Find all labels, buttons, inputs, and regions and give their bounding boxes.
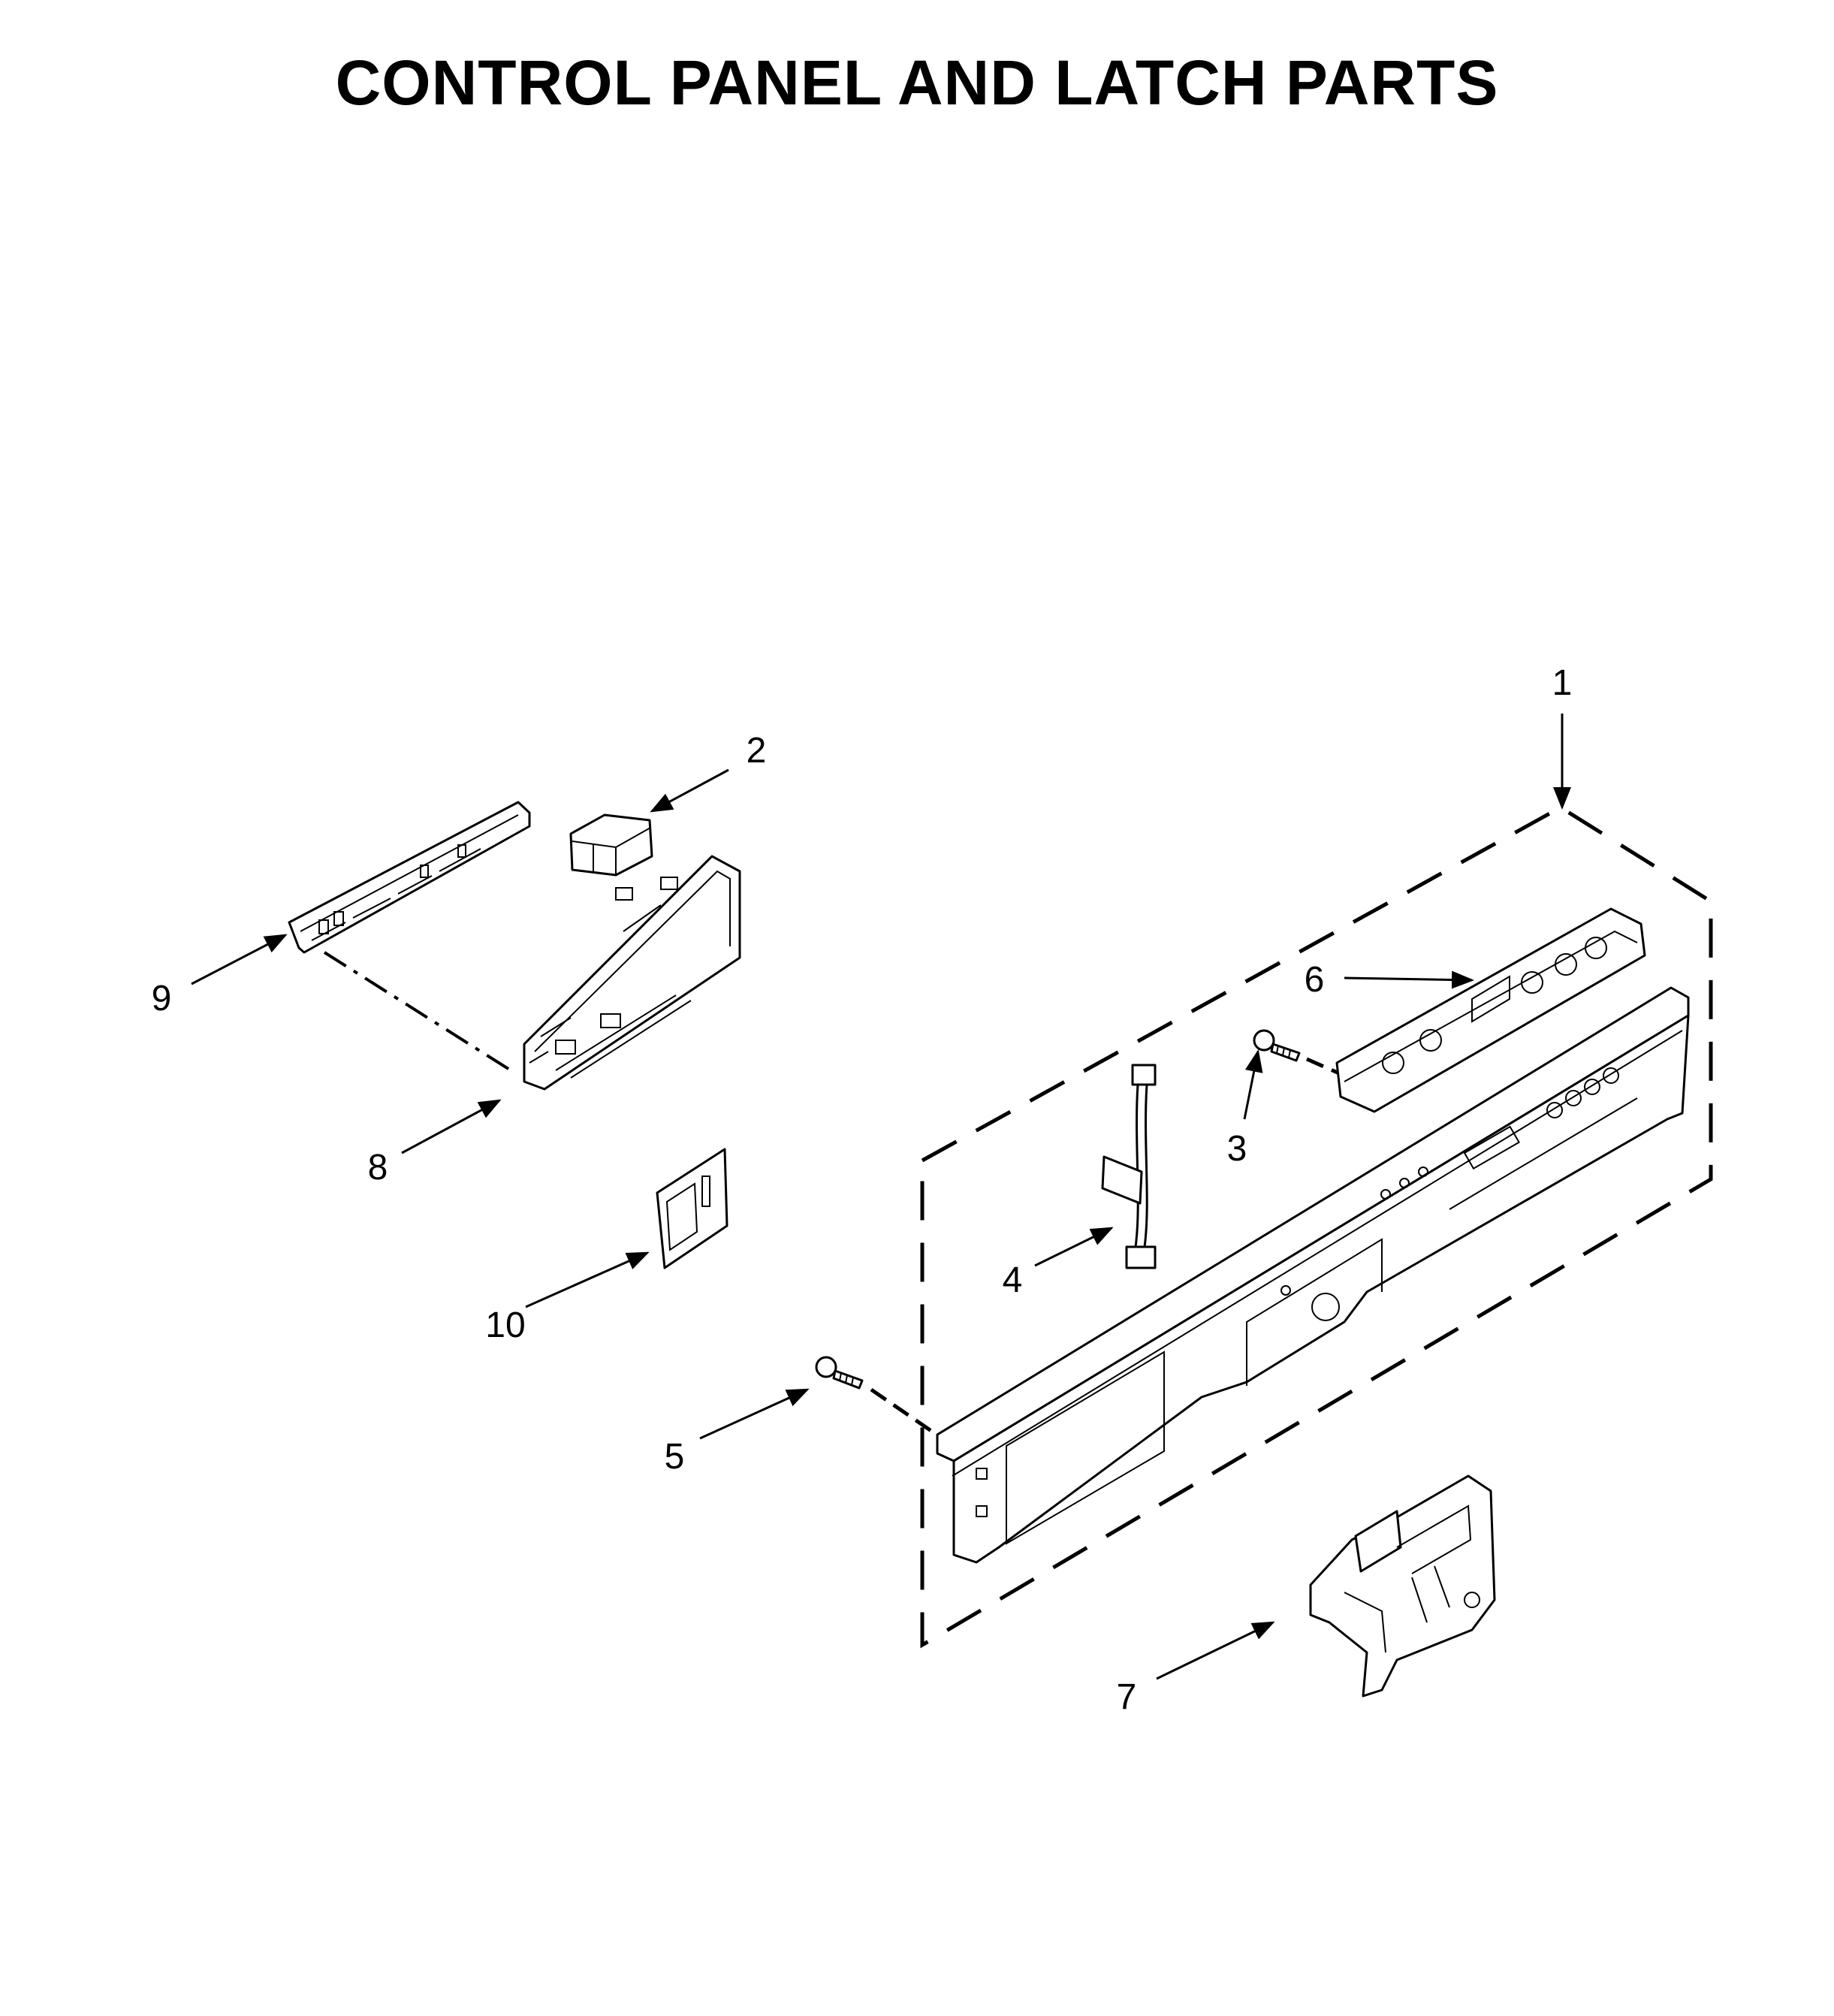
callout-6: 6 (1305, 960, 1325, 1000)
callout-5: 5 (665, 1437, 685, 1477)
part-3-screw (1253, 1029, 1301, 1062)
arrow-2 (650, 768, 729, 813)
part-7-door-latch (1309, 1474, 1496, 1698)
arrow-8 (401, 1099, 502, 1154)
part-9-support-rail (288, 801, 531, 954)
arrow-9 (191, 934, 288, 985)
part-8-control-board (523, 855, 741, 1091)
callout-10: 10 (485, 1305, 525, 1345)
part-6-button-bracket (1335, 907, 1646, 1113)
callout-2: 2 (747, 731, 767, 771)
arrow-7 (1156, 1621, 1275, 1680)
arrow-3 (1243, 1049, 1263, 1120)
alignment-line (323, 951, 512, 1072)
screw-5-alignment (870, 1387, 933, 1433)
part-5-screw (815, 1356, 864, 1390)
part-1-control-panel (936, 986, 1690, 1564)
arrow-4 (1034, 1227, 1114, 1267)
callout-3: 3 (1227, 1129, 1247, 1169)
callout-4: 4 (1003, 1260, 1023, 1300)
callout-arrows (191, 714, 1571, 1680)
part-4-wire-harness (1101, 1064, 1157, 1269)
assembly-boundary-dashed (920, 805, 1713, 1649)
callout-1: 1 (1552, 663, 1573, 703)
callout-9: 9 (152, 979, 172, 1019)
callout-8: 8 (368, 1148, 388, 1188)
callout-7: 7 (1117, 1677, 1137, 1717)
arrow-10 (525, 1251, 650, 1308)
part-10-plate (656, 1148, 728, 1269)
part-2-clip (569, 813, 653, 877)
arrow-5 (699, 1388, 810, 1440)
diagram-title: CONTROL PANEL AND LATCH PARTS (335, 47, 1499, 118)
arrow-6 (1344, 970, 1474, 989)
